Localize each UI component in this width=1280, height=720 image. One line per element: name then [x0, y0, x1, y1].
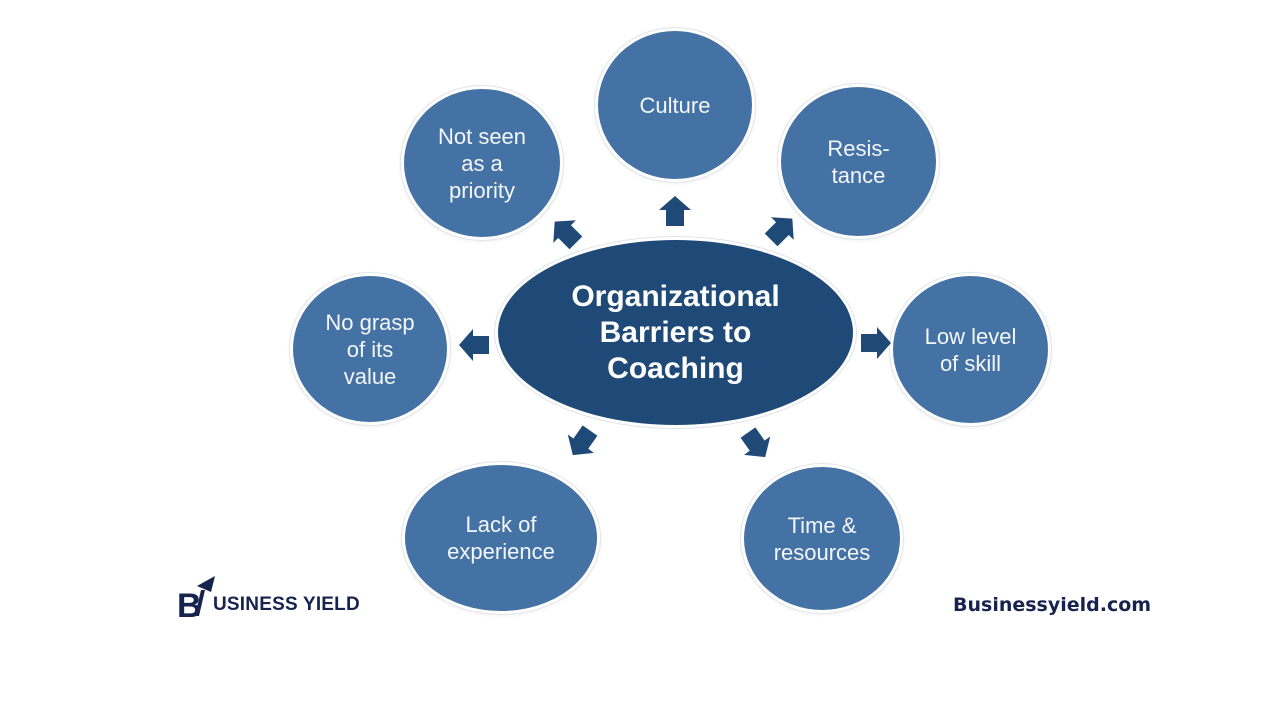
barrier-node-low-skill: Low level of skill	[893, 276, 1048, 423]
arrow-up-left-icon	[538, 205, 595, 262]
barrier-node-not-priority: Not seen as a priority	[404, 89, 560, 237]
barrier-node-culture: Culture	[598, 31, 752, 179]
arrow-right-icon	[855, 323, 895, 363]
barrier-label: Culture	[639, 92, 711, 118]
website-url: Businessyield.com	[953, 594, 1152, 616]
arrow-down-right-icon	[728, 416, 784, 472]
barrier-node-resistance: Resis- tance	[781, 87, 936, 236]
barrier-node-lack-experience: Lack of experience	[405, 465, 597, 611]
barrier-node-no-grasp-value: No grasp of its value	[293, 276, 447, 422]
arrow-left-icon	[455, 325, 495, 365]
arrow-down-left-icon	[554, 414, 610, 470]
barrier-label: Resis- tance	[827, 135, 890, 188]
arrow-up-right-icon	[753, 202, 810, 259]
barrier-label: Time & resources	[773, 512, 871, 565]
barrier-label: Lack of experience	[447, 512, 555, 564]
business-yield-logo: B USINESS YIELD	[177, 570, 360, 625]
barrier-node-time-resources: Time & resources	[744, 467, 900, 610]
center-title: Organizational Barriers to Coaching	[571, 279, 780, 385]
barrier-label: No grasp of its value	[325, 309, 415, 389]
arrow-up-icon	[655, 192, 695, 232]
barrier-label: Not seen as a priority	[437, 123, 527, 203]
barrier-label: Low level of skill	[924, 323, 1017, 376]
logo-text: USINESS YIELD	[213, 594, 360, 615]
logo-mark-icon: B	[177, 572, 219, 625]
center-topic: Organizational Barriers to Coaching	[498, 240, 853, 425]
